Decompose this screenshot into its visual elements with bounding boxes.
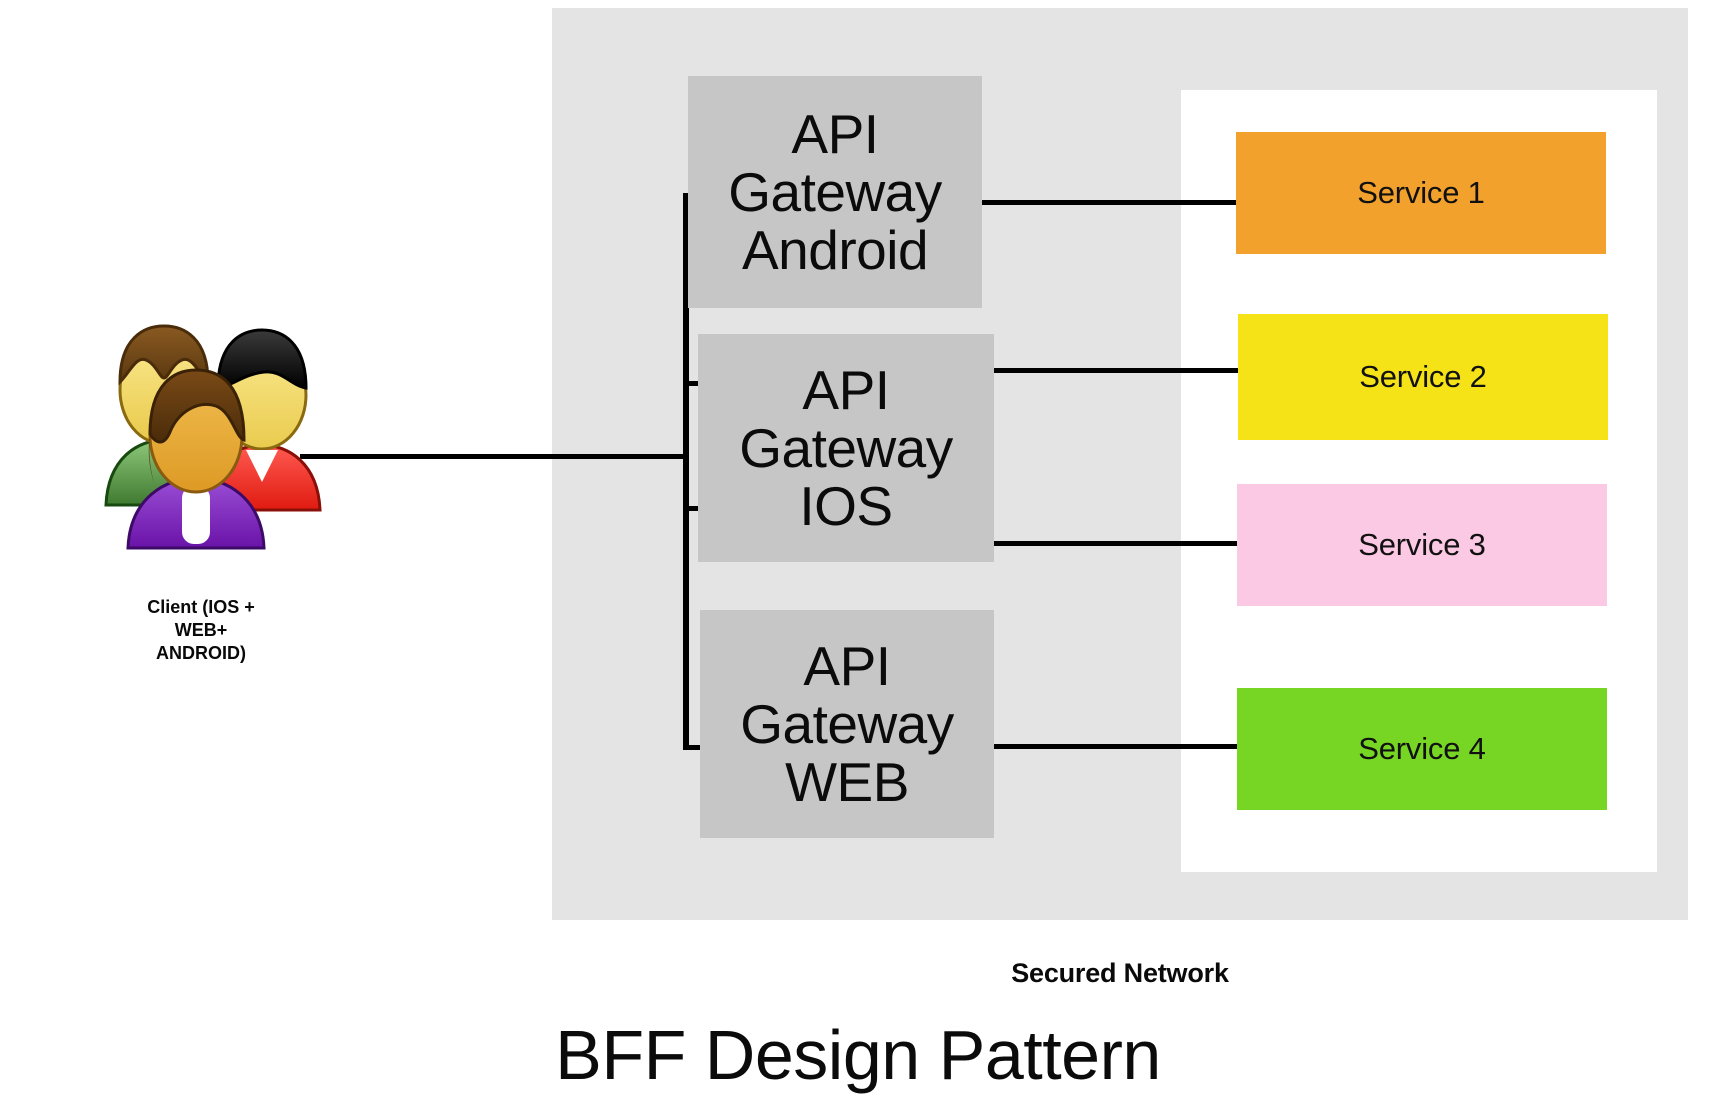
- api-gateway-web-line2: Gateway: [740, 692, 954, 755]
- api-gateway-ios-line2: Gateway: [739, 416, 953, 479]
- service-4-label: Service 4: [1358, 731, 1486, 766]
- connector-gateway-ios-to-service-3: [993, 541, 1239, 546]
- connector-gateway-android-to-service-1: [982, 200, 1238, 205]
- client-group: Client (IOS + WEB+ ANDROID): [86, 300, 356, 670]
- service-3-label: Service 3: [1358, 527, 1486, 562]
- api-gateway-ios-line3: IOS: [799, 475, 893, 538]
- secured-network-label: Secured Network: [1011, 958, 1229, 988]
- connector-gateway-ios-to-service-2: [993, 368, 1239, 373]
- client-label-line1: Client (IOS +: [147, 597, 255, 617]
- service-1-label: Service 1: [1357, 175, 1485, 210]
- connector-gateway-bus: [683, 193, 689, 750]
- api-gateway-android-line1: API: [791, 102, 879, 165]
- api-gateway-web-box[interactable]: API Gateway WEB: [700, 610, 994, 838]
- api-gateway-web-line1: API: [803, 634, 891, 697]
- api-gateway-android-line2: Gateway: [728, 160, 942, 223]
- api-gateway-ios-line1: API: [802, 358, 890, 421]
- client-label: Client (IOS + WEB+ ANDROID): [76, 596, 326, 665]
- api-gateway-android-line3: Android: [741, 219, 929, 282]
- service-1-box[interactable]: Service 1: [1236, 132, 1606, 254]
- service-4-box[interactable]: Service 4: [1237, 688, 1607, 810]
- page-title: BFF Design Pattern: [555, 1016, 1161, 1094]
- connector-client-to-bus: [300, 454, 688, 459]
- service-3-box[interactable]: Service 3: [1237, 484, 1607, 606]
- service-2-box[interactable]: Service 2: [1238, 314, 1608, 440]
- api-gateway-android-box[interactable]: API Gateway Android: [688, 76, 982, 308]
- api-gateway-web-line3: WEB: [785, 751, 909, 814]
- service-2-label: Service 2: [1359, 359, 1487, 394]
- connector-gateway-web-to-service-4: [993, 744, 1239, 749]
- client-label-line2: WEB+: [174, 620, 228, 641]
- users-group-icon: [86, 300, 336, 560]
- client-label-line3: ANDROID): [156, 643, 246, 664]
- api-gateway-ios-box[interactable]: API Gateway IOS: [698, 334, 994, 562]
